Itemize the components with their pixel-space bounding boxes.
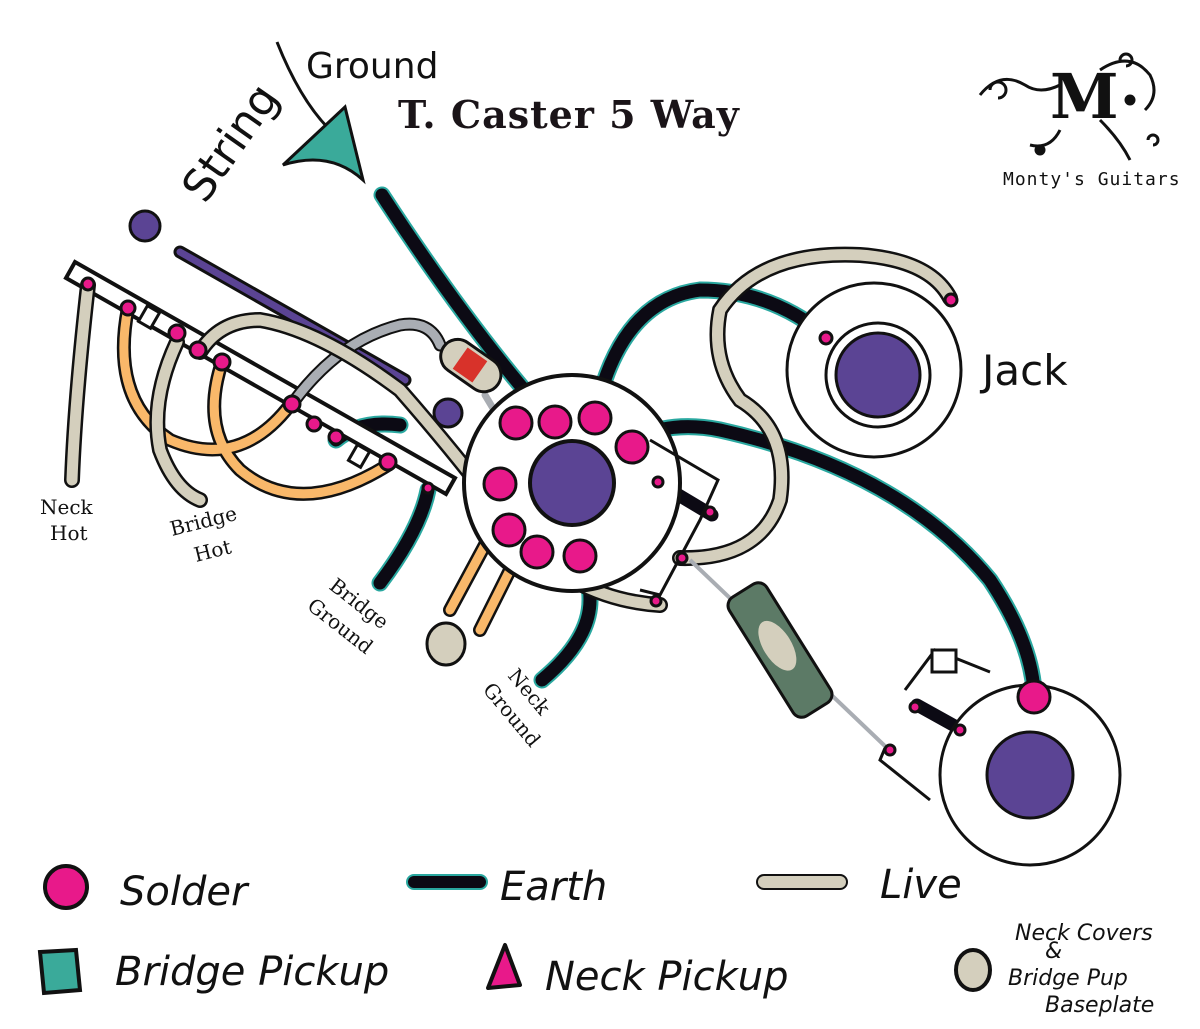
svg-text:Solder: Solder — [120, 869, 250, 915]
diagram-title: T. Caster 5 Way — [398, 92, 740, 137]
svg-text:Bridge Pickup: Bridge Pickup — [115, 949, 389, 995]
svg-text:Neck Pickup: Neck Pickup — [545, 954, 789, 1000]
legend-solder: Solder — [43, 864, 250, 915]
resistor — [439, 337, 503, 394]
pickup-wires — [116, 301, 527, 637]
svg-text:Baseplate: Baseplate — [1045, 993, 1154, 1018]
svg-text:&: & — [1045, 939, 1062, 964]
mounting-hole — [128, 209, 162, 243]
tone-pot-shaft — [985, 730, 1075, 820]
neck-pickup-icon — [486, 943, 522, 990]
svg-text:Neck: Neck — [40, 495, 94, 519]
jack-label: Jack — [979, 346, 1068, 395]
tone-pot — [878, 648, 1122, 867]
legend-earth: Earth — [406, 864, 607, 910]
jack-socket — [834, 331, 922, 419]
logo-flourish-icon — [978, 52, 1160, 161]
solder-points — [80, 276, 1052, 757]
svg-text:Hot: Hot — [191, 534, 233, 566]
pot-shaft — [528, 439, 616, 527]
svg-text:Bridge Pup: Bridge Pup — [1008, 966, 1128, 991]
legend-bridge-pickup: Bridge Pickup — [37, 947, 389, 996]
svg-text:String: String — [172, 74, 289, 211]
brand-name: Monty's Guitars — [1003, 169, 1181, 190]
svg-text:Live: Live — [880, 862, 962, 908]
legend-live: Live — [756, 862, 962, 908]
mounting-hole — [432, 397, 464, 429]
brand-logo: M Monty's Guitars — [978, 52, 1181, 190]
logo-letter: M — [1050, 60, 1119, 133]
earth-wires — [327, 186, 1043, 737]
string-ground-tab-icon — [281, 104, 366, 185]
svg-text:Hot: Hot — [50, 521, 88, 545]
pointer-arrow-icon — [275, 41, 332, 132]
baseplate-ground — [425, 621, 467, 667]
live-wires — [64, 246, 958, 613]
svg-text:Neck Covers: Neck Covers — [1015, 921, 1153, 946]
svg-text:Ground: Ground — [306, 46, 438, 87]
solder-icon — [43, 864, 89, 910]
output-jack — [785, 281, 963, 459]
resistor-band-icon — [452, 347, 488, 383]
svg-text:Earth: Earth — [500, 864, 607, 910]
tone-capacitor — [688, 558, 889, 750]
legend-neck-pickup: Neck Pickup — [486, 943, 789, 1000]
baseplate-icon — [954, 948, 992, 992]
legend: Solder Earth Live Bridge Pickup Neck Pic… — [37, 862, 1154, 1018]
legend-baseplate: Neck Covers & Bridge Pup Baseplate — [954, 921, 1154, 1018]
bridge-pickup-icon — [37, 947, 83, 996]
capacitor-label-icon — [758, 620, 797, 671]
